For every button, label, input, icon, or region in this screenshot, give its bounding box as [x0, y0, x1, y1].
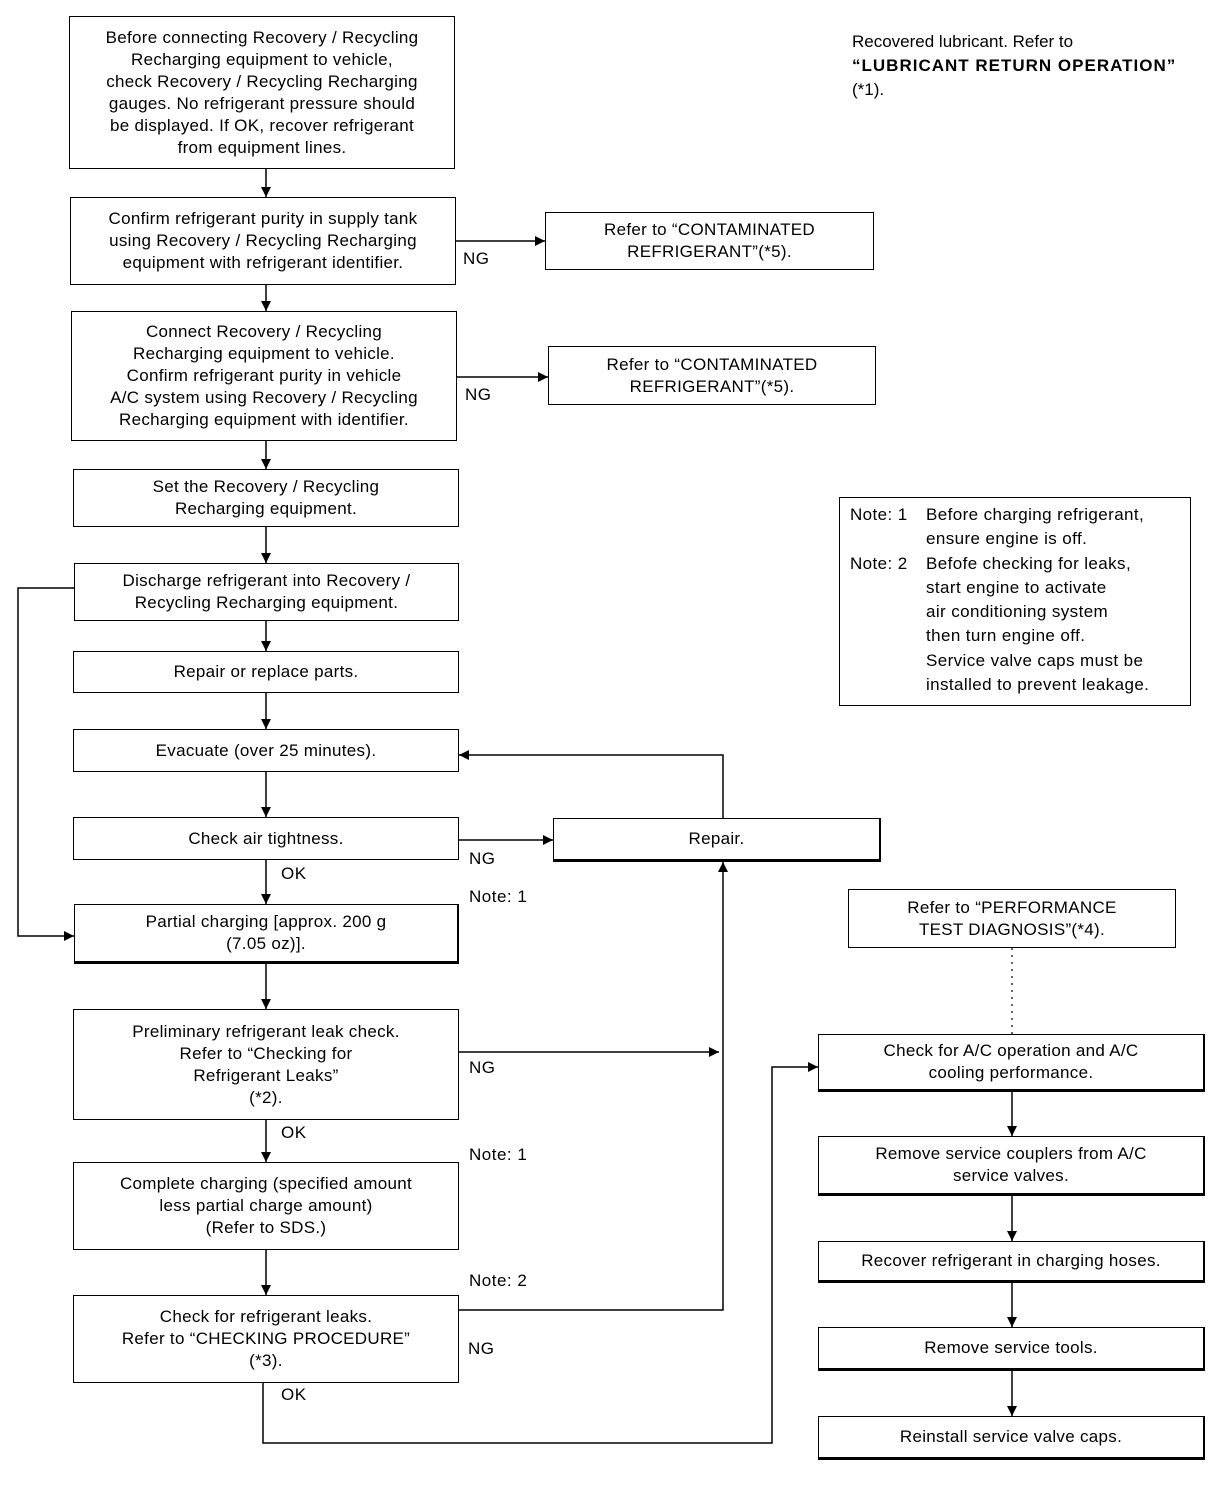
- note-1: Note: 1 Before charging refrigerant, ens…: [850, 503, 1180, 552]
- ng-label-supply: NG: [463, 249, 490, 268]
- box-reinstall-caps: Reinstall service valve caps.: [818, 1416, 1205, 1460]
- box-contaminated-refrigerant-2: Refer to “CONTAMINATED REFRIGERANT”(*5).: [548, 346, 876, 405]
- ok-label-tightness: OK: [281, 864, 307, 883]
- arrow-repair-b7: [459, 750, 724, 818]
- ng-label-preliminary: NG: [469, 1058, 496, 1077]
- box-contaminated-refrigerant-1: Refer to “CONTAMINATED REFRIGERANT”(*5).: [545, 212, 874, 270]
- box-remove-couplers: Remove service couplers from A/C service…: [818, 1136, 1205, 1196]
- lubricant-note-line3: (*1).: [852, 80, 885, 99]
- box-set-equipment: Set the Recovery / Recycling Recharging …: [73, 469, 459, 527]
- lubricant-note-line1: Recovered lubricant. Refer to: [852, 32, 1074, 51]
- box-partial-charging: Partial charging [approx. 200 g (7.05 oz…: [74, 904, 459, 964]
- notes-box: Note: 1 Before charging refrigerant, ens…: [839, 497, 1191, 706]
- box-complete-charging: Complete charging (specified amount less…: [73, 1162, 459, 1250]
- arrow-b12-ok: [262, 1062, 818, 1444]
- arrow-b5-bypass: [17, 587, 74, 941]
- lubricant-note-line2: “LUBRICANT RETURN OPERATION”: [852, 56, 1177, 75]
- note1-label-complete: Note: 1: [469, 1145, 528, 1164]
- box-preliminary-leak-check: Preliminary refrigerant leak check. Refe…: [73, 1009, 459, 1120]
- box-discharge-refrigerant: Discharge refrigerant into Recovery / Re…: [74, 563, 459, 621]
- note-2-key: Note: 2: [850, 553, 908, 573]
- ng-label-tightness: NG: [469, 849, 496, 868]
- box-repair-replace-parts: Repair or replace parts.: [73, 651, 459, 693]
- ok-label-preliminary: OK: [281, 1123, 307, 1142]
- box-check-ac-operation: Check for A/C operation and A/C cooling …: [818, 1034, 1205, 1092]
- ok-label-leaks: OK: [281, 1385, 307, 1404]
- box-evacuate: Evacuate (over 25 minutes).: [73, 729, 459, 772]
- arrow-b12-ng: [459, 862, 728, 1311]
- note-1-text: Before charging refrigerant, ensure engi…: [926, 505, 1145, 549]
- box-recover-hoses: Recover refrigerant in charging hoses.: [818, 1241, 1205, 1283]
- ng-label-leaks: NG: [468, 1339, 495, 1358]
- box-vehicle-purity: Connect Recovery / Recycling Recharging …: [71, 311, 457, 441]
- box-performance-test: Refer to “PERFORMANCE TEST DIAGNOSIS”(*4…: [848, 889, 1176, 948]
- box-check-air-tightness: Check air tightness.: [73, 817, 459, 860]
- note2-label-leaks: Note: 2: [469, 1271, 528, 1290]
- lubricant-return-note: Recovered lubricant. Refer to “LUBRICANT…: [852, 30, 1176, 102]
- note-2-text: Befofe checking for leaks, start engine …: [926, 553, 1150, 695]
- box-supply-tank-purity: Confirm refrigerant purity in supply tan…: [70, 197, 456, 285]
- box-check-gauges: Before connecting Recovery / Recycling R…: [69, 16, 455, 169]
- box-repair: Repair.: [553, 818, 881, 862]
- note1-label-partial: Note: 1: [469, 887, 528, 906]
- box-remove-tools: Remove service tools.: [818, 1327, 1205, 1371]
- note-2: Note: 2 Befofe checking for leaks, start…: [850, 552, 1180, 698]
- note-1-key: Note: 1: [850, 505, 908, 524]
- ng-label-vehicle: NG: [465, 385, 492, 404]
- box-check-refrigerant-leaks: Check for refrigerant leaks. Refer to “C…: [73, 1295, 459, 1383]
